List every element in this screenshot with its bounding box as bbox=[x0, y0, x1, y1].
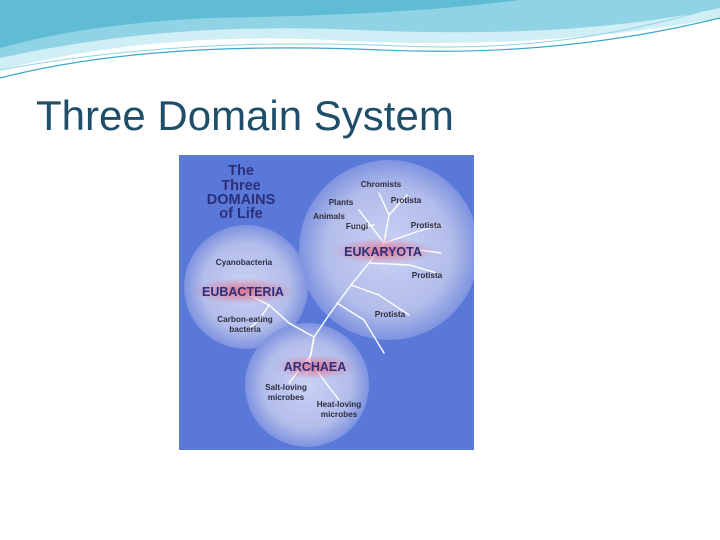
eubacteria-glow bbox=[191, 278, 295, 304]
label-protista-lower: Protista bbox=[375, 310, 406, 319]
bacteria-sub-branch bbox=[250, 304, 270, 328]
diagram-title-line-3: DOMAINS bbox=[207, 192, 276, 208]
archaea-glow bbox=[275, 355, 355, 379]
domain-eukaryota: EUKARYOTA bbox=[344, 245, 422, 259]
euk-branch-7 bbox=[350, 284, 410, 316]
label-cyanobacteria: Cyanobacteria bbox=[216, 258, 273, 267]
eukaryota-glow bbox=[331, 238, 435, 264]
domain-archaea: ARCHAEA bbox=[284, 360, 347, 374]
label-heat-loving: Heat-loving bbox=[317, 400, 362, 409]
label-protista-mid: Protista bbox=[412, 271, 443, 280]
label-chromists: Chromists bbox=[361, 180, 402, 189]
label-protista-right: Protista bbox=[411, 221, 442, 230]
three-domains-diagram: The Three DOMAINS of Life EUKARYOTA EUBA… bbox=[179, 155, 474, 450]
diagram-title-block: The Three DOMAINS of Life bbox=[207, 163, 276, 222]
label-carbon-eating: Carbon-eating bbox=[217, 315, 273, 324]
euk-branch-4 bbox=[353, 224, 375, 228]
label-protista-top: Protista bbox=[391, 196, 422, 205]
euk-branch-8 bbox=[336, 302, 385, 354]
label-salt-loving-microbes: microbes bbox=[268, 393, 305, 402]
euk-branch-2 bbox=[388, 194, 408, 216]
header-wave-decoration bbox=[0, 0, 720, 79]
slide-title: Three Domain System bbox=[36, 92, 454, 139]
archaea-circle bbox=[245, 323, 369, 447]
label-heat-loving-microbes: microbes bbox=[321, 410, 358, 419]
wave-line-2 bbox=[0, 5, 720, 71]
label-fungi: Fungi bbox=[346, 222, 368, 231]
euk-branch-3 bbox=[358, 209, 385, 244]
wave-band-dark bbox=[0, 0, 520, 48]
label-animals: Animals bbox=[313, 212, 345, 221]
diagram-title-line-2: Three bbox=[221, 178, 261, 194]
diagram-title-line-1: The bbox=[228, 163, 254, 179]
diagram-title-line-4: of Life bbox=[219, 206, 263, 222]
label-salt-loving: Salt-loving bbox=[265, 383, 307, 392]
label-carbon-eating-bacteria: bacteria bbox=[229, 325, 261, 334]
label-plants: Plants bbox=[329, 198, 354, 207]
wave-line-1 bbox=[0, 17, 720, 79]
domain-eubacteria: EUBACTERIA bbox=[202, 285, 284, 299]
